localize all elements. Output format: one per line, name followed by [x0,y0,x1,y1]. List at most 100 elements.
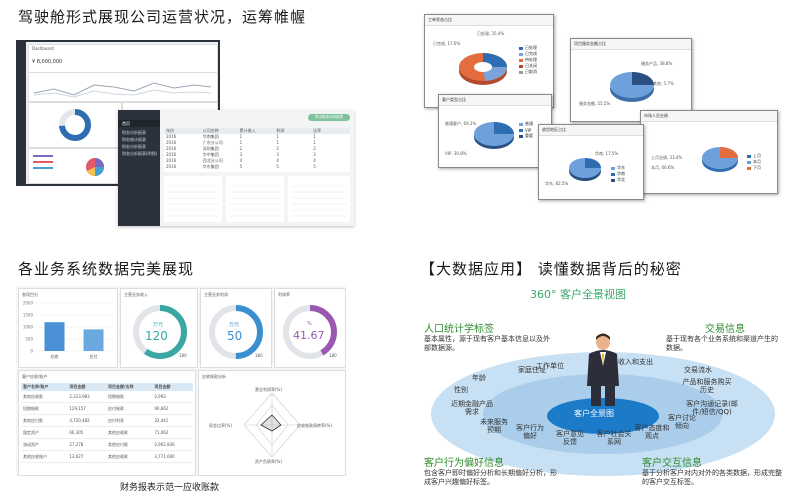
corner-title: 客户交互信息 [642,458,702,469]
ring-item: 工作单位 [536,362,564,370]
pie-label: 已处理, 35.4% [477,31,505,36]
gauge-value: 50 [227,329,243,343]
heading-business-systems: 各业务系统数据完美展现 [18,260,195,278]
pie-windows-collage: 工单状态占比 已完成, 17.6% 已处理, 35.4% 已取消, 35.6% … [420,8,780,200]
ring-item: 年龄 [472,374,486,382]
corner-text: 基本属性，源于现有客户基本信息以及外部数据源。 [424,335,550,352]
donut-panel [28,102,122,148]
gauge-max: 180 [329,353,337,358]
radar-label: 应收账款周转率(%) [297,423,332,428]
gauge-title: 主营业务收入 [124,292,148,297]
gauge-max: 180 [179,353,187,358]
ring-item: 交易流水 [684,366,712,374]
window-title: 市场人员业绩 [641,111,777,122]
pie-ticket-status [459,53,508,85]
corner-interaction: 客户交互信息 基于分析客户对内对外的各类数据，形成完整的客户交互标签。 [642,454,782,487]
x-tick-label: 应付 [90,353,98,359]
radar-label: 现金比率(%) [209,423,232,428]
gauge-fill [209,305,263,359]
ring-diagram [431,352,775,476]
table-header: 年份 公司名称 累计收入 利润 比率 [164,128,350,134]
pie-label: 服务金额, 55.5% [579,101,611,106]
window-project-amount: 项目服务金额占比 服务产品, 38.8% 服务金额, 55.5% 其他, 5.7… [570,38,692,122]
nav-item-2[interactable]: 财务统计报表 [122,137,146,142]
sub-table-2 [226,176,284,222]
y-tick-label: 1000 [23,325,34,330]
pie-region [569,158,601,181]
pie-customer-type [474,122,514,149]
table-row: 2016 华南集团 1 1 1 [166,134,316,139]
legend-w4: 上月 本月 下月 [747,153,761,171]
radar-label: 营业利润率(%) [255,387,282,392]
nav-item-0[interactable]: 首页 [122,121,130,126]
gauge-title: 主营业务利润 [204,292,228,297]
corner-text: 基于现有各个业务系统和渠道产生的数据。 [666,335,778,352]
gauge-max: 180 [255,353,263,358]
corner-title: 人口统计学标签 [424,324,494,335]
table-row: 短期借款 129,157 应付账款 90,662 [21,403,193,415]
y-tick-label: 2000 [23,301,34,306]
ring-item: 客户态度和观点 [634,424,670,440]
gauge-value: 120 [145,329,168,343]
bar-chart-title: 各项目分 [22,292,38,297]
nav-item-3[interactable]: 财务分析报表 [122,144,146,149]
ring-item: 未来服务预期 [480,418,508,434]
ring-item: 客户意见反馈 [556,430,584,446]
gauge-margin-panel: 利润率 % 41.67 180 [274,288,346,368]
y-tick-label: 500 [25,337,33,342]
y-tick-label: 1500 [23,313,34,318]
heading-big-data: 【大数据应用】 读懂数据背后的秘密 [420,260,682,278]
gauge-title: 利润率 [278,292,290,297]
pie-label: 上月业绩, 33.4% [651,155,683,160]
pie-label: 华南, 17.5% [595,151,619,156]
pie-label: 已完成, 17.6% [433,41,461,46]
finance-table-panel: 客户应收/账户 客户名称/账户 项目金额 项目金额/名称 项目金额 其他应收款 … [18,370,196,476]
gauge-profit [209,305,263,359]
corner-text: 包含客户即时偏好分析和长期偏好分析，形成客户兴趣偏好标签。 [424,469,557,486]
bar-chart: 2000 1500 1000 500 0 应收 应付 [23,301,113,359]
customer-360-view: 360° 客户全景视图 客户全景图 家庭住址 工作单位 收入和支出 年龄 交易流… [420,284,786,498]
line-chart-panel [28,72,218,102]
bar [44,322,65,351]
nav-item-1[interactable]: 财务分析报表 [122,130,146,135]
pie-market-staff [702,147,738,172]
bar-chart-panel: 各项目分 2000 1500 1000 500 0 应收 应付 [18,288,118,368]
table-row: 2016 广东分公司 1 1 1 [166,140,316,145]
pie-project-amount [610,72,654,102]
nav-item-4[interactable]: 财务分析报表(明细) [122,151,158,156]
data-table: 年份 公司名称 累计收入 利润 比率 2016 华南集团 1 1 1 2016 … [164,128,350,172]
table-row: 其他应收款 2,313,983 短期借款 2,993 [21,391,193,403]
gauge-margin [283,305,337,359]
legend-w1: 已处理 已完成 待处理 已关闭 已取消 [519,45,537,75]
window-region: 收货地区占比 华东, 82.5% 华南, 17.5% 华东 华南 华北 [538,124,644,200]
corner-demographic: 人口统计学标签 基本属性，源于现有客户基本信息以及外部数据源。 [424,320,556,353]
table-row: 其他应付款 4,720,482 应付利息 32,441 [21,415,193,427]
pie-label: 服务产品, 38.8% [641,61,673,66]
heading-dashboard: 驾驶舱形式展现公司运营状况，运筹帷幄 [18,8,307,26]
legend-w3: 普通 VIP 重要 [519,121,533,139]
line-chart [33,82,212,98]
export-button[interactable]: 导出财务分析报表 [308,114,350,121]
gauge-revenue-panel: 主营业务收入 万元 120 180 [120,288,198,368]
corner-behavior: 客户行为偏好信息 包含客户即时偏好分析和长期偏好分析，形成客户兴趣偏好标签。 [424,454,558,487]
corner-title: 交易信息 [705,324,745,335]
sidebar: 首页 财务分析报表 财务统计报表 财务分析报表 财务分析报表(明细) [118,110,160,226]
window-ticket-status: 工单状态占比 已完成, 17.6% 已处理, 35.4% 已取消, 35.6% … [424,14,554,108]
gauge-fill [133,305,187,359]
ring-item: 收入和支出 [618,358,653,366]
y-tick-label: 0 [30,349,33,354]
table-row: 2016 华东集团 5 5 5 [166,164,316,169]
customer-360-title: 360° 客户全景视图 [530,288,626,301]
businessman-icon [587,333,619,406]
gauge-profit-panel: 主营业务利润 万元 50 180 [200,288,272,368]
window-customer-type: 客户类型占比 普通客户, 69.2% VIP, 30.8% 普通 VIP 重要 [438,94,552,168]
pie-label: 本月, 66.6% [651,165,675,170]
finance-table-title: 客户应收/账户 [22,374,48,379]
center-label: 客户全景图 [574,409,614,418]
bar [83,329,104,351]
pie-panel [28,148,122,184]
summary-panel-title: Dashboard [32,46,54,51]
x-tick-label: 应收 [51,353,59,359]
table-header: 客户名称/账户 项目金额 项目金额/名称 项目金额 [21,383,193,391]
window-market-staff: 市场人员业绩 上月业绩, 33.4% 本月, 66.6% 上月 本月 下月 [640,110,778,194]
